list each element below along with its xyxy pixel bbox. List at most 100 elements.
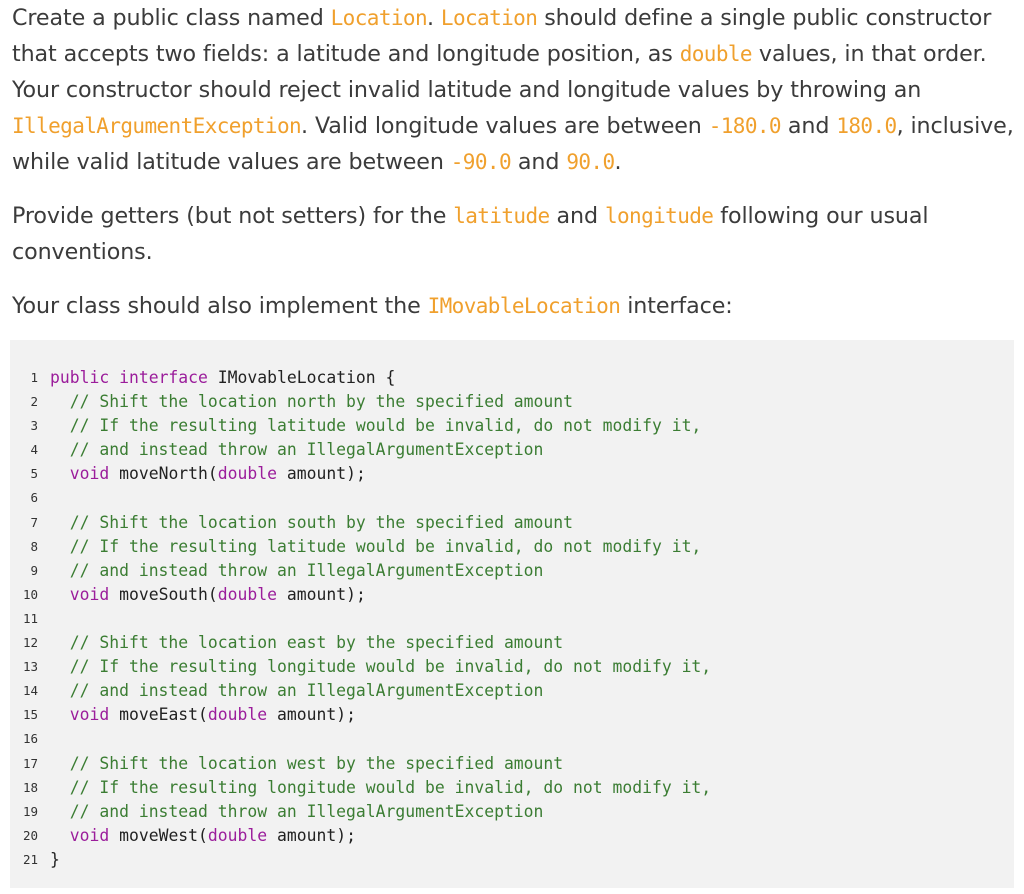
line-number: 21 [22, 851, 38, 867]
code-line-content: // and instead throw an IllegalArgumentE… [50, 800, 544, 824]
code-line: 8 // If the resulting latitude would be … [10, 535, 1014, 559]
line-number: 2 [30, 394, 38, 410]
text-span: Create a public class named [12, 5, 331, 31]
code-comment: // If the resulting longitude would be i… [69, 657, 712, 677]
code-line: 16 [10, 727, 1014, 751]
line-number: 3 [30, 418, 38, 434]
code-keyword: void [69, 584, 110, 604]
code-text [50, 392, 70, 411]
code-text [50, 778, 70, 797]
code-text: } [50, 849, 60, 869]
code-text [50, 416, 70, 435]
code-line-content: // Shift the location south by the speci… [50, 511, 573, 535]
code-text: amount); [277, 584, 366, 604]
inline-code-location: Location [440, 6, 538, 30]
line-number: 5 [30, 466, 38, 482]
code-text [50, 561, 70, 580]
code-keyword: double [217, 584, 278, 604]
text-span: and [780, 113, 837, 139]
code-keyword: void [69, 464, 110, 484]
text-span: values, in that order. Your constructor … [12, 41, 987, 103]
code-line: 20 void moveWest(double amount); [10, 824, 1014, 848]
text-span: Your class should also implement the [12, 293, 428, 319]
text-span: , inclusive, while valid latitude values… [12, 113, 1014, 175]
code-comment: // If the resulting latitude would be in… [69, 536, 702, 556]
text-span: should define a single public constructo… [12, 5, 992, 67]
inline-code-latitude: latitude [453, 204, 550, 228]
code-comment: // If the resulting latitude would be in… [69, 416, 702, 436]
code-text: amount); [267, 705, 356, 725]
code-line: 4 // and instead throw an IllegalArgumen… [10, 438, 1014, 462]
text-span: and [549, 203, 605, 229]
line-number: 13 [22, 659, 38, 675]
code-line-content: // If the resulting latitude would be in… [50, 414, 702, 438]
code-line-content: // Shift the location east by the specif… [50, 631, 563, 655]
code-line-content: // and instead throw an IllegalArgumentE… [50, 679, 544, 703]
text-span: following our usual conventions. [12, 203, 929, 265]
line-number: 20 [22, 827, 38, 843]
code-line: 15 void moveEast(double amount); [10, 703, 1014, 727]
code-keyword: double [207, 825, 268, 845]
code-line-content: } [50, 848, 60, 872]
code-line: 2 // Shift the location north by the spe… [10, 390, 1014, 414]
code-comment: // If the resulting longitude would be i… [69, 777, 712, 797]
code-keyword: interface [119, 368, 208, 387]
inline-code-min-latitude: -90.0 [450, 150, 512, 174]
code-comment: // and instead throw an IllegalArgumentE… [69, 681, 544, 701]
code-text [50, 585, 70, 604]
inline-code-max-latitude: 90.0 [566, 150, 615, 174]
line-number: 11 [22, 610, 38, 626]
inline-code-longitude: longitude [604, 204, 714, 228]
text-span: and [510, 149, 567, 175]
text-span: . [614, 149, 622, 175]
code-text [50, 657, 70, 676]
code-line-content: // If the resulting longitude would be i… [50, 776, 711, 800]
code-line: 6 [10, 486, 1014, 510]
code-text: moveWest( [109, 825, 208, 845]
code-line: 18 // If the resulting longitude would b… [10, 776, 1014, 800]
code-comment: // and instead throw an IllegalArgumentE… [69, 560, 544, 580]
code-comment: // Shift the location south by the speci… [69, 512, 574, 532]
code-line: 14 // and instead throw an IllegalArgume… [10, 679, 1014, 703]
line-number: 9 [30, 562, 38, 578]
code-line-content: // If the resulting longitude would be i… [50, 655, 711, 679]
code-text: amount); [267, 825, 356, 845]
code-text [50, 754, 70, 773]
code-line-content: // and instead throw an IllegalArgumentE… [50, 438, 544, 462]
code-keyword: void [69, 705, 110, 725]
code-text [50, 513, 70, 532]
code-comment: // and instead throw an IllegalArgumentE… [69, 440, 544, 460]
code-line: 9 // and instead throw an IllegalArgumen… [10, 559, 1014, 583]
code-line-content: public interface IMovableLocation { [50, 366, 395, 390]
inline-code-illegal-argument-exception: IllegalArgumentException [12, 114, 302, 138]
code-line: 21} [10, 848, 1014, 872]
line-number: 16 [22, 731, 38, 747]
line-number: 7 [30, 514, 38, 530]
code-line: 7 // Shift the location south by the spe… [10, 511, 1014, 535]
code-line-content: void moveNorth(double amount); [50, 462, 366, 486]
code-line-content: void moveSouth(double amount); [50, 583, 366, 607]
code-text [50, 802, 70, 821]
line-number: 15 [22, 707, 38, 723]
code-text [50, 440, 70, 459]
code-line-content: // and instead throw an IllegalArgumentE… [50, 559, 544, 583]
line-number: 1 [30, 370, 38, 385]
paragraph-class-description: Create a public class named Location. Lo… [12, 0, 1014, 180]
inline-code-max-longitude: 180.0 [836, 114, 897, 138]
code-text: moveNorth( [109, 464, 218, 484]
code-text [50, 826, 70, 845]
line-number: 12 [22, 635, 38, 651]
line-number: 10 [22, 586, 38, 602]
code-line-content: void moveWest(double amount); [50, 824, 356, 848]
paragraph-interface-intro: Your class should also implement the IMo… [12, 288, 1014, 324]
code-keyword: public [50, 368, 110, 387]
text-span: interface: [620, 293, 733, 319]
line-number: 14 [22, 683, 38, 699]
line-number: 6 [30, 490, 38, 506]
code-keyword: double [207, 705, 268, 725]
code-comment: // Shift the location east by the specif… [69, 633, 564, 653]
paragraph-getters: Provide getters (but not setters) for th… [12, 198, 1014, 270]
code-text [50, 633, 70, 652]
code-text: IMovableLocation { [207, 368, 396, 387]
